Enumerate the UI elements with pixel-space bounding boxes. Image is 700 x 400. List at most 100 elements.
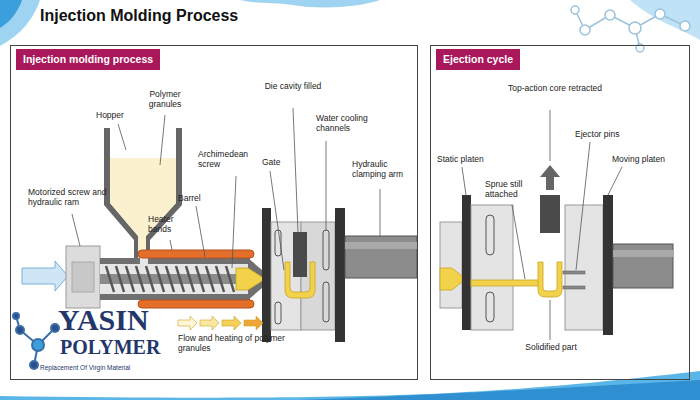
nozzle-polymer [440,268,462,290]
screw-flight [106,266,114,292]
leader-line [608,167,622,195]
leader-line [72,214,80,246]
part-label: Hopper [96,111,136,121]
logo-tagline: Replacement Of Virgin Material [40,365,180,372]
flow-arrows [200,316,219,330]
wave [630,0,700,40]
wave [0,371,700,400]
logo-icon [30,361,38,369]
motor-housing [72,262,94,292]
static-platen [262,208,271,342]
flow-arrows [178,316,263,330]
water-channel [323,282,329,322]
barrel [100,264,248,294]
ejector-pin [563,271,585,274]
leader-line [270,171,284,270]
top-action-core [540,195,560,233]
leader-line [550,300,551,340]
screw-flight [216,266,224,292]
part-label: Motorized screw and hydraulic ram [28,188,110,208]
hydraulic-cylinder [613,244,673,288]
leader-line [512,205,525,279]
ejector-pin [563,286,585,289]
hydraulic-cylinder [345,236,417,278]
molecule-decor [680,21,690,31]
water-channel [486,215,494,255]
wave [0,0,22,28]
logo-icon [51,324,59,332]
leader-line [550,110,551,161]
part-label: Archimedean screw [198,150,262,170]
screw-flight [166,266,174,292]
heater-band [138,300,254,308]
sprue [471,280,541,286]
water-channel [275,230,329,324]
molecule-decor [580,25,590,35]
part-label: Gate [262,158,292,168]
leader-line [118,124,126,150]
mold-half [565,205,603,330]
retract-arrow [540,165,560,190]
screw-flight [116,266,124,292]
molecule-decor [571,6,579,14]
panel-header: Injection molding process [16,49,160,70]
leader-line [232,176,236,268]
part-label: Hydraulic clamping arm [352,160,414,180]
flow-arrows [178,316,197,330]
barrel [100,258,250,300]
logo-text: YASIN [58,305,178,335]
injection-unit [440,222,462,308]
flow-arrows [244,316,263,330]
part-label: Heater bands [148,215,190,235]
filled-cavity [285,262,315,298]
heater-band [138,250,254,258]
ram-arrow [22,261,68,291]
screw-flight [146,266,154,292]
wave [240,0,380,7]
leader-line [160,115,165,165]
hopper [110,158,176,260]
screw-flight [136,266,144,292]
mold-half [471,205,513,330]
logo-text: POLYMER [60,337,180,357]
leader-line [196,206,205,257]
screw-flight [126,266,134,292]
motor-housing [66,246,100,308]
ram-arrow [22,261,68,291]
screw-flight [176,266,184,292]
screw-flight [226,266,234,292]
logo-icon [32,339,44,351]
part-label: Die cavity filled [262,82,324,92]
die-core [293,232,307,277]
hopper [110,128,176,260]
water-channel [323,230,329,270]
part-label: Sprue still attached [485,180,541,200]
molecule-decor [629,22,641,34]
leader-line [462,110,622,340]
part-label: Top-action core retracted [505,84,605,94]
moving-platen [335,208,345,342]
archimedean-screw [106,266,234,292]
water-channel [486,292,494,322]
logo-icon [16,326,24,334]
part-label: Ejector pins [575,130,635,140]
molecule-decor [655,9,665,19]
ejector-pin [563,271,585,289]
part-label: Moving platen [612,155,682,165]
page-title: Injection Molding Process [40,7,238,25]
solidified-part [538,262,562,297]
screw-flight [186,266,194,292]
wave [0,0,40,46]
part-label: Flow and heating of polymer granules [178,334,302,354]
leader-line [462,167,466,195]
leader-line [380,189,381,236]
static-platen [462,195,471,330]
leader-line [170,240,172,250]
logo-icon [13,313,19,319]
molecule-decor [605,10,615,20]
screw-flight [196,266,204,292]
part-label: Solidified part [516,343,586,353]
hopper [104,128,182,260]
